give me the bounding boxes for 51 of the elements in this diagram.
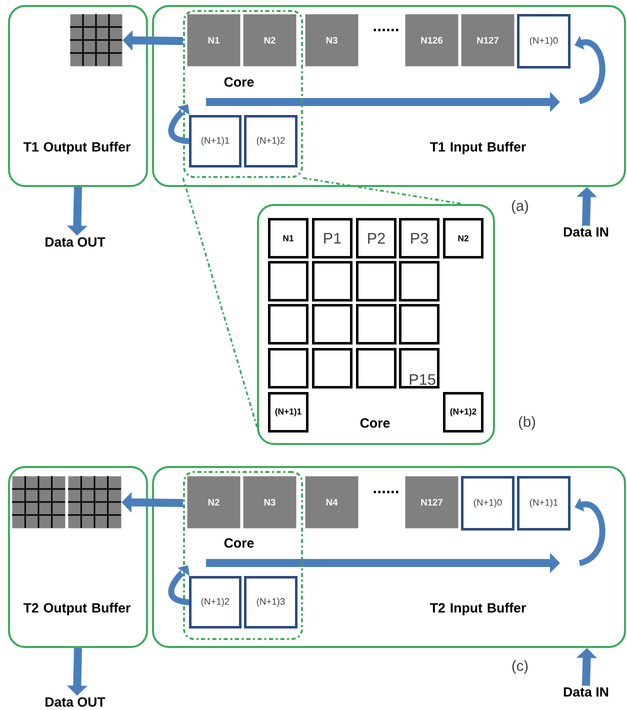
core-cell: P3 — [399, 218, 440, 258]
neuron-block: N127 — [405, 476, 458, 528]
panel-label: (b) — [518, 416, 536, 430]
neuron-slot: (N+1)2 — [244, 115, 298, 168]
core-cell: (N+1)1 — [268, 392, 308, 432]
core-cell: N2 — [443, 218, 484, 258]
zoom-line — [302, 177, 464, 205]
neuron-slot: (N+1)1 — [189, 115, 242, 168]
neuron-block: N3 — [243, 476, 296, 528]
neuron-slot: (N+1)1 — [517, 476, 570, 530]
core-cell: P15 — [399, 348, 440, 389]
neuron-block: N127 — [461, 14, 514, 66]
grid-block — [12, 476, 66, 528]
core-cell: P1 — [312, 218, 352, 258]
neuron-block: N126 — [405, 14, 458, 66]
zoom-line — [182, 178, 258, 428]
core-cell — [312, 304, 352, 344]
core-cell — [268, 348, 308, 389]
panel-label: (a) — [512, 200, 528, 214]
core-cell — [312, 261, 352, 302]
neuron-block: N2 — [187, 476, 240, 528]
core-cell: P2 — [356, 218, 396, 258]
core-cell — [356, 261, 396, 302]
buffer-panel: T1 Output Buffer — [8, 5, 148, 187]
core-cell — [356, 348, 396, 389]
neuron-slot: (N+1)2 — [189, 576, 242, 628]
data-label: Data OUT — [46, 237, 106, 247]
neuron-block: N1 — [187, 14, 240, 66]
data-label: Data IN — [564, 687, 608, 697]
neuron-slot: (N+1)3 — [244, 576, 298, 628]
core-cell — [356, 304, 396, 344]
grid-block — [70, 14, 122, 66]
data-label: Data IN — [564, 227, 608, 237]
neuron-block: N4 — [305, 476, 358, 528]
grid-block — [68, 476, 122, 528]
ellipsis: ...... — [374, 490, 398, 494]
core-cell — [399, 261, 440, 302]
panel-label: (c) — [512, 660, 528, 674]
data-label: Data OUT — [46, 697, 106, 707]
core-cell: (N+1)2 — [443, 392, 484, 432]
neuron-slot: (N+1)0 — [461, 476, 514, 530]
neuron-slot: (N+1)0 — [517, 14, 570, 68]
core-cell — [312, 348, 352, 389]
buffer-panel: T2 Output Buffer — [8, 466, 148, 648]
core-cell — [399, 304, 440, 344]
neuron-block: N3 — [305, 14, 358, 66]
core-cell: N1 — [268, 218, 308, 258]
core-cell — [268, 304, 308, 344]
ellipsis: ...... — [374, 28, 398, 32]
core-cell — [268, 261, 308, 302]
neuron-block: N2 — [243, 14, 296, 66]
